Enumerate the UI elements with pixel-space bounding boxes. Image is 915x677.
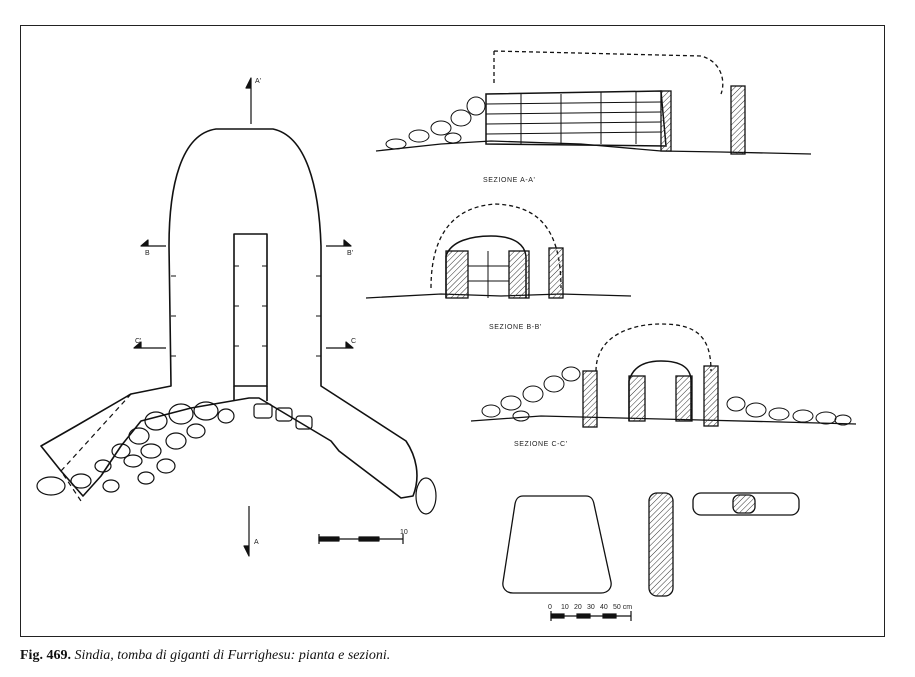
- section-b-drawing: [365, 203, 632, 299]
- section-c-drawing: [470, 323, 857, 428]
- section-c-rubble: [481, 366, 852, 426]
- figure-frame: SEZIONE A-A' SEZIONE B-B' SEZIONE C-C' A…: [20, 25, 885, 637]
- figure-number: Fig. 469.: [20, 648, 71, 663]
- section-c-slab-right: [703, 365, 719, 427]
- section-c-slab-left: [582, 370, 598, 428]
- stele-front: [502, 495, 612, 594]
- section-a-wall: [485, 90, 667, 147]
- stele-top-mark: [732, 494, 756, 514]
- stele-scale-tick-1: 10: [561, 604, 569, 611]
- cut-mark-b-right: B': [347, 250, 354, 257]
- cut-mark-b-left: B: [145, 250, 150, 257]
- exedra-stones-left: [36, 401, 235, 496]
- stele-scale-tick-4: 40: [600, 604, 608, 611]
- burial-corridor: [233, 233, 268, 387]
- section-b-courses: [468, 251, 509, 298]
- stele-scale-tick-2: 20: [574, 604, 582, 611]
- section-a-slab-right: [730, 85, 746, 155]
- section-c-label: SEZIONE C-C': [514, 441, 568, 448]
- stele-side: [648, 492, 674, 597]
- section-c-vault-dashed: [595, 323, 712, 372]
- section-b-pier-right: [508, 250, 530, 299]
- section-a-courses: [485, 92, 662, 144]
- section-a-rubble: [385, 96, 486, 150]
- section-a-drawing: [375, 50, 812, 155]
- exedra-stones-right: [253, 403, 437, 515]
- cut-mark-c-right: C: [351, 338, 357, 345]
- cut-mark-a-bottom: A: [254, 539, 259, 546]
- stele-scale-tick-5: 50 cm: [613, 604, 633, 611]
- section-a-label: SEZIONE A-A': [483, 177, 536, 184]
- section-c-pier-right: [675, 375, 693, 422]
- plan-drawing: [36, 77, 437, 557]
- tomb-outline: [40, 128, 418, 499]
- plan-scale-end-label: 10: [400, 529, 408, 536]
- section-a-slab-left: [660, 90, 672, 152]
- cut-arrows: [133, 77, 354, 557]
- plan-scale-bar: [318, 534, 404, 544]
- section-c-pier-left: [628, 375, 646, 422]
- entrance: [233, 386, 268, 401]
- section-b-ground: [365, 293, 632, 299]
- archaeological-drawing: [36, 50, 857, 621]
- stele-scale-bar: [550, 611, 632, 621]
- section-a-ground: [375, 140, 812, 155]
- figure-caption-text: Sindia, tomba di giganti di Furrighesu: …: [74, 648, 391, 663]
- reconstruction-dashed: [60, 393, 132, 502]
- section-b-vault-dashed: [430, 203, 562, 289]
- figure-caption: Fig. 469. Sindia, tomba di giganti di Fu…: [20, 648, 390, 664]
- outline-ticks: [171, 265, 321, 357]
- cut-mark-c-left: C': [135, 338, 142, 345]
- cut-mark-a-top: A': [255, 78, 262, 85]
- section-c-arch: [628, 360, 692, 421]
- stele-scale-tick-3: 30: [587, 604, 595, 611]
- section-b-pier-far: [548, 247, 564, 299]
- stele-details: [502, 492, 800, 621]
- section-a-profile-dashed: [493, 50, 724, 95]
- section-b-pier-left: [445, 250, 469, 299]
- stele-scale-tick-0: 0: [548, 604, 552, 611]
- section-b-label: SEZIONE B-B': [489, 324, 542, 331]
- stele-top: [692, 492, 800, 516]
